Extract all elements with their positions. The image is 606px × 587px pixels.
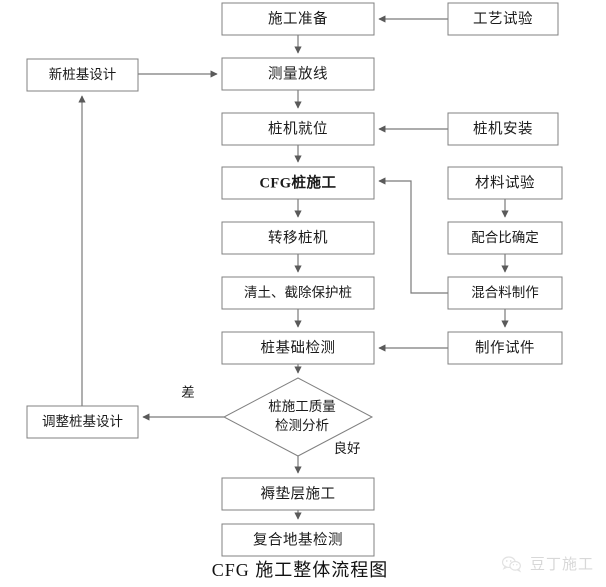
node-label: 工艺试验 <box>473 10 533 27</box>
node-label: 桩机就位 <box>268 120 328 137</box>
node-adjust-pile-design[interactable]: 调整桩基设计 <box>26 405 139 439</box>
node-label: 混合料制作 <box>471 285 539 300</box>
node-pile-foundation-test[interactable]: 桩基础检测 <box>221 331 375 365</box>
node-label: 转移桩机 <box>268 229 328 246</box>
node-label: 新桩基设计 <box>49 66 117 82</box>
edge-label-poor: 差 <box>181 385 195 400</box>
node-label: 配合比确定 <box>471 230 539 245</box>
edge-label-layer: 差 良好 <box>181 385 360 456</box>
node-layer: 施工准备 工艺试验 新桩基设计 测量放线 桩机就位 <box>26 2 563 557</box>
edge-label-good: 良好 <box>334 441 361 456</box>
node-label: 测量放线 <box>268 65 328 82</box>
node-label: 制作试件 <box>475 339 535 356</box>
node-move-pile-rig[interactable]: 转移桩机 <box>221 221 375 255</box>
node-new-pile-design[interactable]: 新桩基设计 <box>26 58 139 92</box>
node-mix-ratio-determination[interactable]: 配合比确定 <box>447 221 563 255</box>
node-label: 褥垫层施工 <box>261 485 336 502</box>
node-pile-rig-in-position[interactable]: 桩机就位 <box>221 112 375 146</box>
diagram-caption: CFG 施工整体流程图 <box>212 560 389 580</box>
node-quality-analysis-decision[interactable]: 桩施工质量 检测分析 <box>222 377 374 457</box>
node-mixture-production[interactable]: 混合料制作 <box>447 276 563 310</box>
node-label: 调整桩基设计 <box>42 413 123 429</box>
node-composite-foundation-test[interactable]: 复合地基检测 <box>221 523 375 557</box>
connector-layer <box>78 15 509 520</box>
node-construction-preparation[interactable]: 施工准备 <box>221 2 375 36</box>
node-label: 复合地基检测 <box>253 530 343 548</box>
decision-label-line1: 桩施工质量 <box>268 399 336 414</box>
decision-label-line2: 检测分析 <box>275 418 329 433</box>
node-label: 材料试验 <box>475 174 535 191</box>
node-process-test[interactable]: 工艺试验 <box>447 2 559 36</box>
node-label: 桩机安装 <box>473 120 533 137</box>
node-label: 施工准备 <box>268 10 328 27</box>
node-label: 桩基础检测 <box>261 339 336 356</box>
node-material-test[interactable]: 材料试验 <box>447 166 563 200</box>
node-clear-soil-cut-pile[interactable]: 清土、截除保护桩 <box>221 276 375 310</box>
node-label: CFG桩施工 <box>259 173 336 191</box>
node-survey-setting-out[interactable]: 测量放线 <box>221 57 375 91</box>
node-cfg-pile-construction[interactable]: CFG桩施工 <box>221 166 375 200</box>
node-label: 清土、截除保护桩 <box>244 285 352 300</box>
node-pile-rig-installation[interactable]: 桩机安装 <box>447 112 559 146</box>
node-make-specimen[interactable]: 制作试件 <box>447 331 563 365</box>
node-cushion-construction[interactable]: 褥垫层施工 <box>221 477 375 511</box>
edge-mixture-to-cfg <box>378 177 448 294</box>
